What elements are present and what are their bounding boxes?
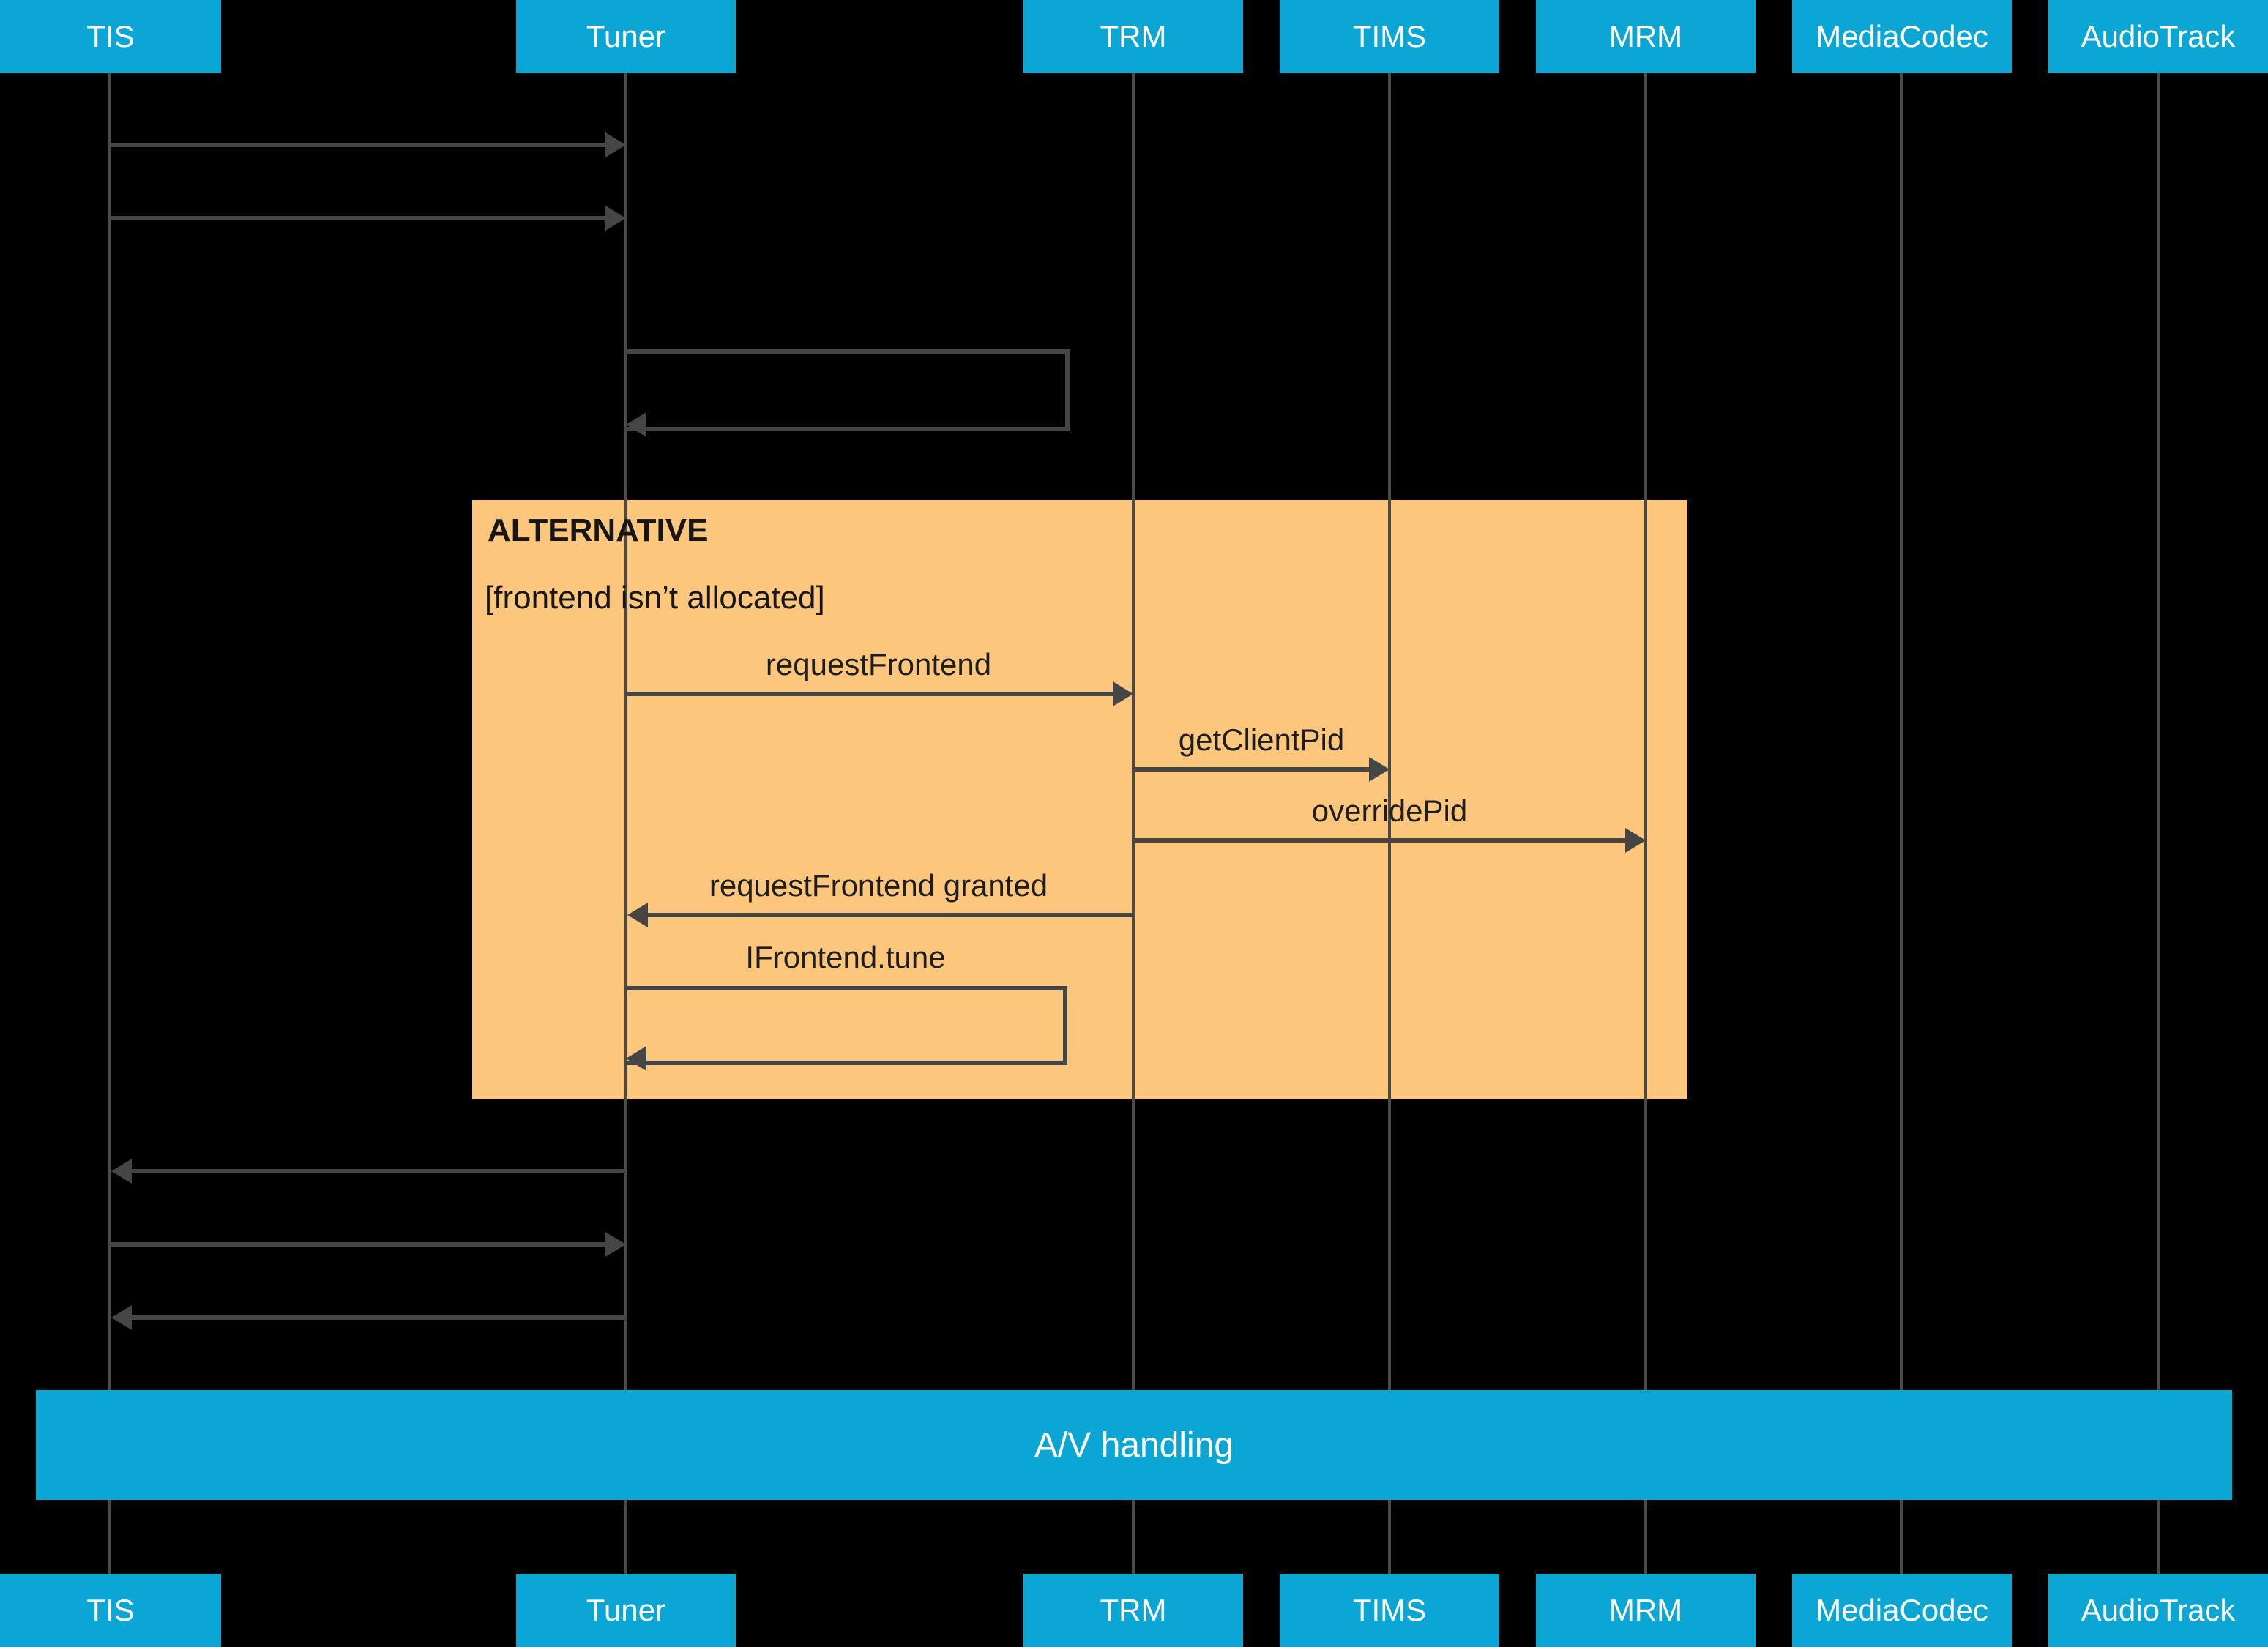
lifeline-audiotrack [2157, 73, 2160, 1574]
arrowhead-right-icon [1625, 828, 1646, 853]
av-handling-label: A/V handling [1034, 1425, 1234, 1465]
arrowhead-left-icon [626, 412, 646, 437]
lifeline-tims [1388, 73, 1391, 1574]
arrowhead-left-icon [111, 1159, 132, 1184]
participant-bottom-mrm: MRM [1536, 1574, 1756, 1647]
message-label-ifrontend-tune: IFrontend.tune [745, 940, 946, 974]
participant-bottom-mediacodec: MediaCodec [1792, 1574, 2012, 1647]
self-call-loop-tuner [624, 349, 1070, 431]
lifeline-trm [1132, 73, 1135, 1574]
arrowhead-left-icon [626, 1046, 646, 1071]
message-arrow-override-pid [1133, 838, 1625, 843]
participant-bottom-trm: TRM [1023, 1574, 1243, 1647]
message-arrow-tuner-to-tis-2 [132, 1315, 626, 1320]
arrowhead-right-icon [605, 132, 626, 157]
message-arrow-tis-to-tuner-2 [110, 216, 605, 220]
message-arrow-tis-to-tuner-1 [110, 143, 605, 147]
message-arrow-tuner-to-tis-1 [132, 1169, 626, 1173]
participant-bottom-tims: TIMS [1280, 1574, 1499, 1647]
lifeline-tuner [624, 73, 627, 1574]
message-arrow-get-client-pid [1133, 767, 1369, 772]
alt-fragment-block [472, 500, 1687, 1099]
lifeline-mediacodec [1900, 73, 1903, 1574]
arrowhead-right-icon [605, 206, 626, 231]
participant-top-tuner: Tuner [516, 0, 736, 73]
participant-bottom-audiotrack: AudioTrack [2048, 1574, 2268, 1647]
participant-top-tims: TIMS [1280, 0, 1499, 73]
lifeline-mrm [1644, 73, 1647, 1574]
message-arrow-request-frontend-granted [648, 913, 1133, 917]
participant-top-mediacodec: MediaCodec [1792, 0, 2012, 73]
participant-top-trm: TRM [1023, 0, 1243, 73]
message-label-override-pid: overridePid [1311, 793, 1468, 828]
self-call-loop-ifrontend-tune [624, 986, 1067, 1065]
alt-fragment-title: ALTERNATIVE [488, 512, 709, 548]
arrowhead-left-icon [111, 1305, 132, 1330]
participant-bottom-tuner: Tuner [516, 1574, 736, 1647]
alt-fragment-condition: [frontend isn’t allocated] [485, 580, 825, 616]
av-handling-bar: A/V handling [36, 1390, 2232, 1500]
participant-top-audiotrack: AudioTrack [2048, 0, 2268, 73]
lifeline-tis [108, 73, 111, 1574]
message-label-get-client-pid: getClientPid [1178, 722, 1345, 757]
participant-bottom-tis: TIS [0, 1574, 221, 1647]
arrowhead-right-icon [1369, 757, 1389, 782]
arrowhead-right-icon [1113, 681, 1133, 706]
message-label-request-frontend-granted: requestFrontend granted [709, 868, 1048, 903]
participant-top-tis: TIS [0, 0, 221, 73]
arrowhead-right-icon [605, 1232, 626, 1257]
participant-top-mrm: MRM [1536, 0, 1756, 73]
arrowhead-left-icon [627, 903, 648, 927]
message-arrow-tis-to-tuner-3 [110, 1242, 605, 1247]
message-label-request-frontend: requestFrontend [765, 647, 992, 681]
message-arrow-request-frontend [626, 692, 1113, 696]
